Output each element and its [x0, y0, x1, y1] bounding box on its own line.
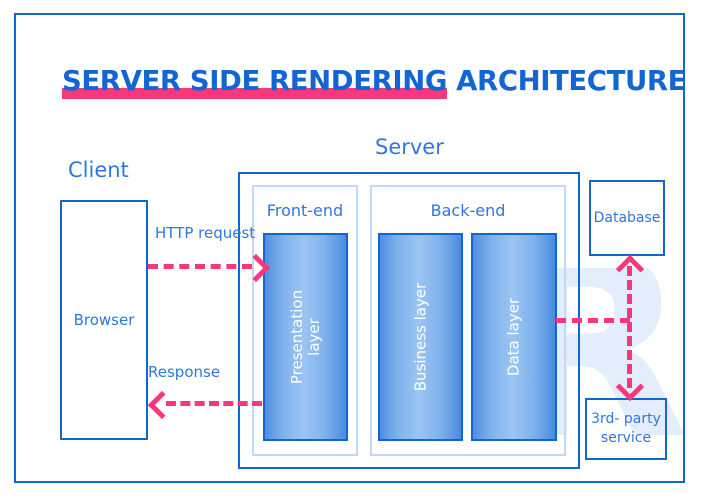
server-section-caption: Server [375, 135, 444, 159]
data-layer-node: Data layer [471, 233, 557, 441]
business-layer-node: Business layer [378, 233, 463, 441]
business-layer-label: Business layer [411, 282, 429, 392]
http-request-label: HTTP request [155, 224, 256, 242]
frontend-panel-title: Front-end [266, 201, 344, 220]
third-party-service-label: 3rd- party service [591, 411, 661, 446]
diagram-frame [14, 13, 685, 483]
data-layer-external-connector [556, 318, 630, 323]
http-request-connector [148, 264, 252, 269]
backend-panel-title: Back-end [430, 201, 506, 220]
presentation-layer-label: Presentation layer [287, 289, 323, 385]
browser-label: Browser [73, 311, 135, 329]
title-underline-bar [62, 88, 447, 99]
frontend-panel: Front-end [252, 185, 358, 456]
third-party-service-node: 3rd- party service [585, 398, 667, 460]
page-title: SERVER SIDE RENDERING ARCHITECTURE [62, 63, 686, 103]
response-connector [166, 401, 262, 406]
database-label: Database [593, 210, 661, 226]
browser-node: Browser [60, 200, 148, 440]
data-layer-label: Data layer [504, 297, 523, 377]
title-text: SERVER SIDE RENDERING ARCHITECTURE [62, 65, 687, 97]
response-label: Response [148, 363, 221, 381]
presentation-layer-node: Presentation layer [263, 233, 348, 441]
external-services-connector [627, 266, 632, 388]
client-section-caption: Client [68, 158, 129, 182]
database-node: Database [589, 180, 665, 256]
